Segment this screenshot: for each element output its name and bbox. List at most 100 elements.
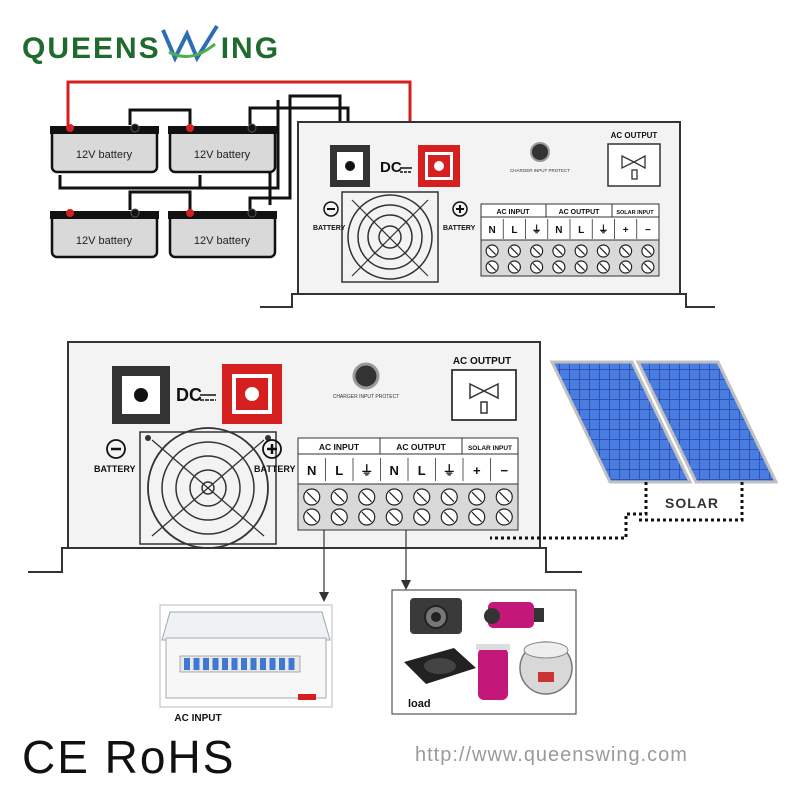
terminal-cell-label: L bbox=[418, 463, 426, 478]
terminal-screw bbox=[619, 260, 633, 274]
bottom-cooling-fan bbox=[139, 427, 277, 549]
terminal-screw bbox=[552, 260, 566, 274]
terminal-screw bbox=[303, 488, 321, 506]
breaker-switch bbox=[231, 658, 238, 670]
solar-panel-right bbox=[635, 360, 779, 484]
terminal-screw bbox=[468, 508, 486, 526]
breaker-switch bbox=[279, 658, 285, 670]
terminal-screw bbox=[358, 488, 376, 506]
terminal-cell-label: L bbox=[511, 225, 517, 236]
bottom-group-solar-input: SOLAR INPUT bbox=[468, 445, 512, 452]
terminal-screw bbox=[440, 508, 458, 526]
bottom-group-ac-output: AC OUTPUT bbox=[396, 442, 446, 452]
terminal-screw bbox=[330, 488, 348, 506]
bottom-battery-pos-label: BATTERY bbox=[254, 464, 296, 474]
terminal-cell-label: L bbox=[335, 463, 343, 478]
bottom-ac-output-socket bbox=[451, 369, 517, 421]
top-dc-positive-terminal bbox=[418, 145, 460, 187]
terminal-cell-label: ⏚ bbox=[598, 224, 608, 236]
solar-panel-left bbox=[549, 360, 693, 484]
breaker-switch bbox=[203, 658, 209, 670]
top-dc-negative-terminal bbox=[330, 145, 370, 187]
breaker-switch bbox=[222, 658, 228, 670]
terminal-screw bbox=[468, 488, 486, 506]
brand-text-left: QUEENS bbox=[22, 32, 161, 65]
breaker-switch bbox=[184, 658, 190, 670]
terminal-screw bbox=[507, 260, 521, 274]
camcorder-icon bbox=[484, 602, 544, 628]
breaker-switch bbox=[269, 658, 276, 670]
bottom-group-ac-input: AC INPUT bbox=[319, 442, 360, 452]
breaker-switch bbox=[250, 658, 257, 670]
bottom-dc-negative-terminal bbox=[112, 366, 170, 424]
terminal-screw bbox=[385, 508, 403, 526]
camera-icon bbox=[410, 598, 462, 634]
terminal-screw bbox=[507, 244, 521, 258]
battery-1 bbox=[50, 123, 159, 174]
brand-w-mark bbox=[160, 24, 219, 63]
terminal-screw bbox=[574, 260, 588, 274]
terminal-screw bbox=[530, 244, 544, 258]
terminal-screw bbox=[440, 488, 458, 506]
top-battery-pos-symbol bbox=[452, 201, 468, 217]
top-cooling-fan bbox=[341, 191, 439, 283]
ac-input-caption: AC INPUT bbox=[174, 713, 221, 724]
breaker-row bbox=[184, 658, 295, 670]
breaker-switch bbox=[288, 658, 295, 670]
battery-wiring bbox=[58, 80, 412, 210]
induction-cooker-icon bbox=[404, 648, 476, 684]
terminal-cell-label: N bbox=[307, 463, 316, 478]
bottom-battery-pos-symbol bbox=[262, 439, 282, 459]
top-battery-neg-label: BATTERY bbox=[313, 225, 346, 232]
load-arrow bbox=[401, 530, 411, 590]
bottom-battery-neg-symbol bbox=[106, 439, 126, 459]
terminal-screw bbox=[485, 244, 499, 258]
terminal-screw bbox=[619, 244, 633, 258]
top-battery-pos-label: BATTERY bbox=[443, 225, 476, 232]
terminal-cell-label: N bbox=[555, 225, 562, 236]
top-battery-neg-symbol bbox=[323, 201, 339, 217]
battery-4-label: 12V battery bbox=[194, 235, 251, 247]
breaker-switch bbox=[193, 658, 200, 670]
load-caption: load bbox=[408, 698, 431, 710]
brand-text-right: ING bbox=[220, 32, 281, 65]
breaker-switch bbox=[260, 658, 266, 670]
battery-3 bbox=[50, 208, 159, 259]
bottom-charger-label: CHARGER INPUT PROTECT bbox=[333, 394, 400, 400]
terminal-cell-label: + bbox=[623, 225, 629, 236]
terminal-screw bbox=[495, 488, 513, 506]
terminal-screw bbox=[330, 508, 348, 526]
bottom-ac-output-label: AC OUTPUT bbox=[453, 356, 511, 367]
battery-3-label: 12V battery bbox=[76, 235, 133, 247]
terminal-screw bbox=[530, 260, 544, 274]
terminal-cell-label: − bbox=[500, 463, 508, 478]
website-url: http://www.queenswing.com bbox=[415, 744, 688, 766]
battery-4 bbox=[168, 208, 277, 259]
bottom-dc-positive-terminal bbox=[222, 364, 282, 424]
ac-input-arrow bbox=[319, 530, 329, 602]
bottom-charger-knob bbox=[352, 362, 380, 390]
bottom-battery-neg-label: BATTERY bbox=[94, 464, 136, 474]
terminal-cell-label: ⏚ bbox=[532, 224, 542, 236]
breaker-switch bbox=[212, 658, 219, 670]
terminal-screw bbox=[574, 244, 588, 258]
top-charger-knob bbox=[530, 142, 550, 162]
solar-wiring bbox=[490, 482, 744, 540]
terminal-screw bbox=[485, 260, 499, 274]
breaker-switch bbox=[241, 658, 247, 670]
kettle-icon bbox=[476, 644, 510, 700]
battery-2-label: 12V battery bbox=[194, 149, 251, 161]
battery-1-label: 12V battery bbox=[76, 149, 133, 161]
terminal-screw bbox=[303, 508, 321, 526]
terminal-screw bbox=[358, 508, 376, 526]
terminal-screw bbox=[641, 260, 655, 274]
battery-2 bbox=[168, 123, 277, 174]
terminal-screw bbox=[596, 244, 610, 258]
terminal-cell-label: L bbox=[578, 225, 584, 236]
certification-marks: CE RoHS bbox=[22, 731, 236, 783]
top-ac-output-label: AC OUTPUT bbox=[611, 131, 658, 140]
top-group-ac-output: AC OUTPUT bbox=[559, 209, 601, 216]
